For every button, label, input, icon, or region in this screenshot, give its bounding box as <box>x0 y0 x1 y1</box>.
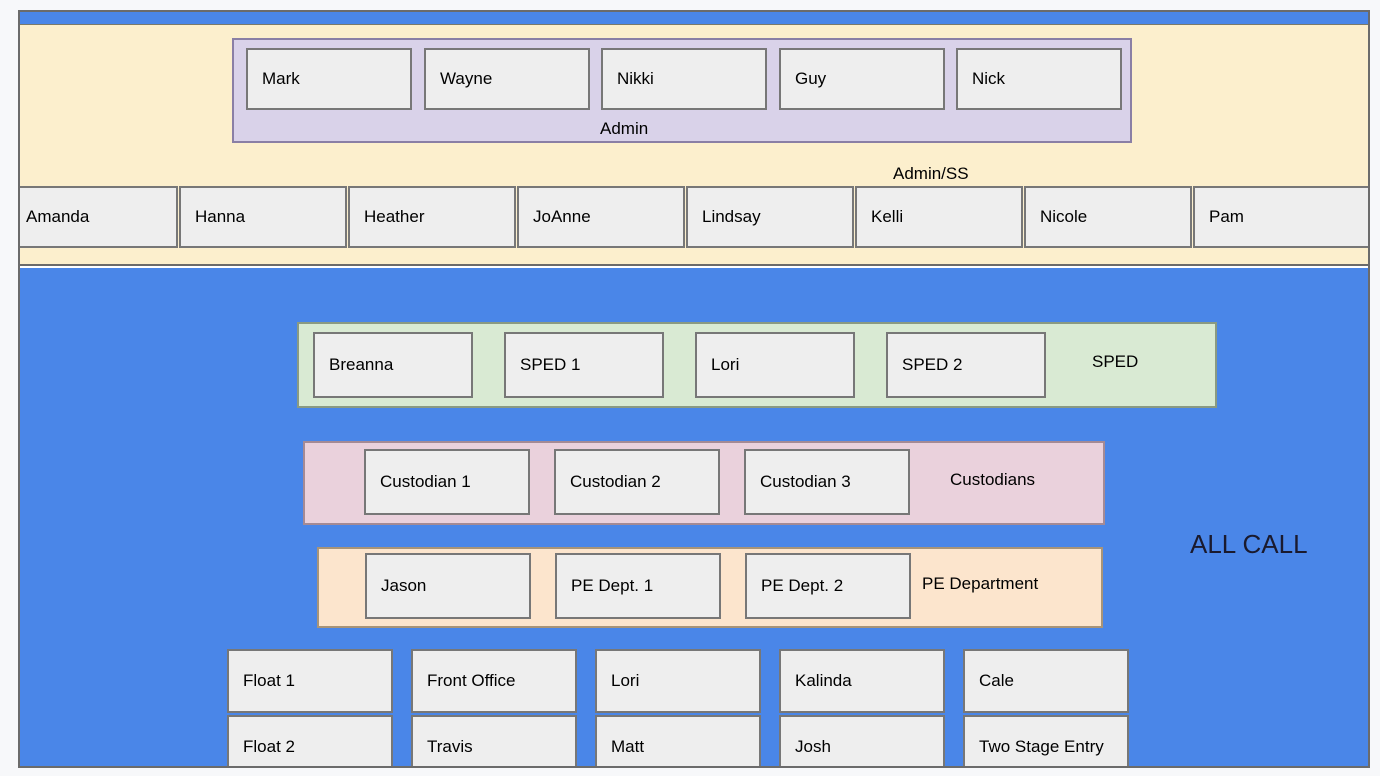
window-frame: Admin Mark Wayne Nikki Guy Nick Admin/SS… <box>18 10 1370 768</box>
sped-member-sped-2[interactable]: SPED 2 <box>886 332 1046 398</box>
all-call-lori[interactable]: Lori <box>595 649 761 713</box>
all-call-float-2[interactable]: Float 2 <box>227 715 393 766</box>
all-call-kalinda[interactable]: Kalinda <box>779 649 945 713</box>
all-call-panel: SPED Breanna SPED 1 Lori SPED 2 Custodia… <box>20 268 1368 766</box>
admin-ss-member-kelli[interactable]: Kelli <box>855 186 1023 248</box>
all-call-label: ALL CALL <box>1190 529 1308 559</box>
all-call-cale[interactable]: Cale <box>963 649 1129 713</box>
admin-ss-member-nicole[interactable]: Nicole <box>1024 186 1192 248</box>
custodian-member-3[interactable]: Custodian 3 <box>744 449 910 515</box>
custodian-member-2[interactable]: Custodian 2 <box>554 449 720 515</box>
all-call-two-stage-entry[interactable]: Two Stage Entry <box>963 715 1129 766</box>
sped-group-label: SPED <box>1092 352 1139 371</box>
admin-ss-group-label: Admin/SS <box>893 164 969 183</box>
admin-member-guy[interactable]: Guy <box>779 48 945 110</box>
sped-member-sped-1[interactable]: SPED 1 <box>504 332 664 398</box>
all-call-matt[interactable]: Matt <box>595 715 761 766</box>
admin-ss-member-joanne[interactable]: JoAnne <box>517 186 685 248</box>
pe-member-pe-dept-1[interactable]: PE Dept. 1 <box>555 553 721 619</box>
all-call-float-1[interactable]: Float 1 <box>227 649 393 713</box>
sped-member-breanna[interactable]: Breanna <box>313 332 473 398</box>
admin-member-nick[interactable]: Nick <box>956 48 1122 110</box>
admin-ss-member-lindsay[interactable]: Lindsay <box>686 186 854 248</box>
admin-ss-member-hanna[interactable]: Hanna <box>179 186 347 248</box>
sped-member-lori[interactable]: Lori <box>695 332 855 398</box>
title-bar-strip <box>20 12 1368 24</box>
pe-member-jason[interactable]: Jason <box>365 553 531 619</box>
all-call-travis[interactable]: Travis <box>411 715 577 766</box>
pe-member-pe-dept-2[interactable]: PE Dept. 2 <box>745 553 911 619</box>
admin-ss-member-amanda[interactable]: Amanda <box>20 186 178 248</box>
admin-panel: Admin Mark Wayne Nikki Guy Nick Admin/SS… <box>20 24 1368 266</box>
admin-member-nikki[interactable]: Nikki <box>601 48 767 110</box>
all-call-front-office[interactable]: Front Office <box>411 649 577 713</box>
admin-group-label: Admin <box>600 119 649 138</box>
pe-group-label: PE Department <box>922 574 1039 593</box>
custodians-group-label: Custodians <box>950 470 1036 489</box>
admin-member-wayne[interactable]: Wayne <box>424 48 590 110</box>
all-call-josh[interactable]: Josh <box>779 715 945 766</box>
admin-member-mark[interactable]: Mark <box>246 48 412 110</box>
admin-ss-member-pam[interactable]: Pam <box>1193 186 1368 248</box>
admin-ss-member-heather[interactable]: Heather <box>348 186 516 248</box>
custodian-member-1[interactable]: Custodian 1 <box>364 449 530 515</box>
